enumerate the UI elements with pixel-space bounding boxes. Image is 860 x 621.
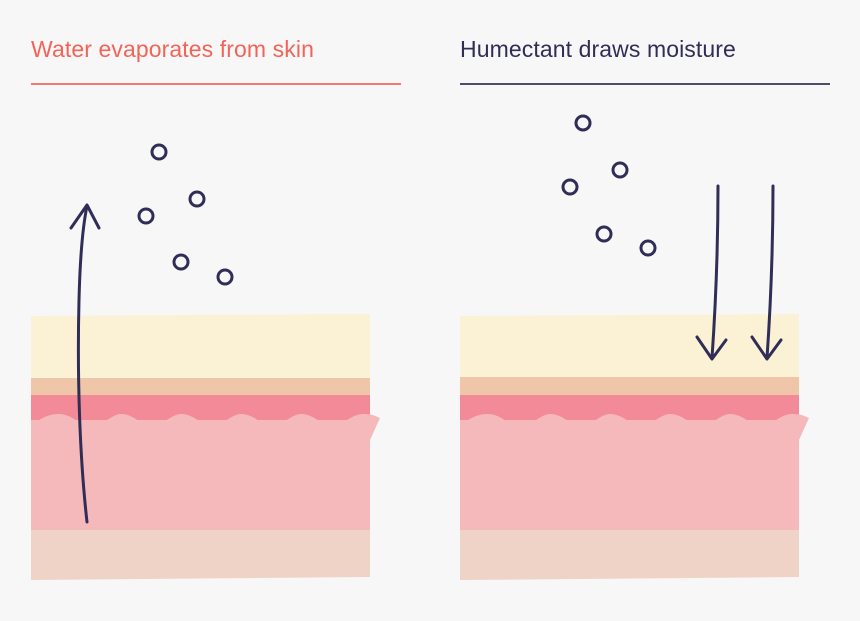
- molecule-icon: [574, 114, 592, 132]
- right-granular-layer: [460, 377, 799, 395]
- molecule-icon: [639, 239, 657, 257]
- right-epidermis-layer: [460, 395, 799, 420]
- molecule-icon: [150, 143, 168, 161]
- molecule-icon: [611, 161, 629, 179]
- left-dermal-wave: [31, 414, 380, 440]
- left-panel-title: Water evaporates from skin: [31, 36, 314, 62]
- left-epidermis-layer: [31, 395, 370, 420]
- left-skin-cross-section: [31, 314, 380, 580]
- molecule-icon: [172, 253, 190, 271]
- molecule-icon: [137, 207, 155, 225]
- left-water-molecules: [137, 143, 234, 286]
- left-stratum-corneum-layer: [31, 314, 370, 378]
- left-subcutis-layer: [31, 527, 370, 580]
- right-dermal-wave: [460, 414, 809, 440]
- molecule-icon: [216, 268, 234, 286]
- moisture-arrows-down-icon: [695, 184, 783, 361]
- molecule-icon: [188, 190, 206, 208]
- molecule-icon: [561, 178, 579, 196]
- right-panel-divider: [460, 83, 830, 85]
- right-skin-cross-section: [460, 314, 809, 580]
- right-subcutis-layer: [460, 527, 799, 580]
- right-panel-title: Humectant draws moisture: [460, 36, 736, 62]
- evaporation-arrow-up-icon: [69, 203, 101, 524]
- left-panel-divider: [31, 83, 401, 85]
- molecule-icon: [595, 225, 613, 243]
- left-granular-layer: [31, 378, 370, 395]
- right-water-molecules: [561, 114, 657, 257]
- right-stratum-corneum-layer: [460, 314, 799, 377]
